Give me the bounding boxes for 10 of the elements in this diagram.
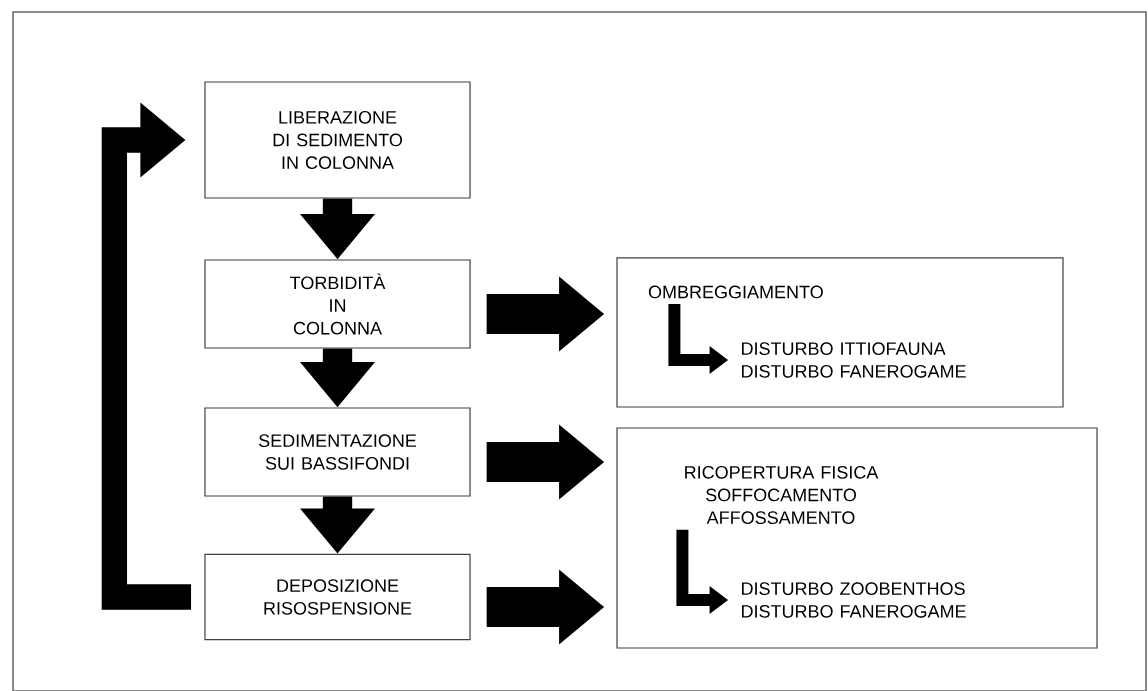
effect-box	[616, 257, 1064, 408]
text-label: RICOPERTURA FISICA SOFFOCAMENTO AFFOSSAMENTO	[685, 465, 879, 524]
effect-box	[616, 427, 1098, 649]
text-label: DISTURBO ITTIOFAUNA DISTURBO FANEROGAME	[742, 342, 966, 378]
process-box: LIBERAZIONE DI SEDIMENTO IN COLONNA	[204, 81, 471, 199]
process-box: DEPOSIZIONE RISOSPENSIONE	[204, 553, 471, 641]
text-label: OMBREGGIAMENTO	[648, 285, 823, 299]
process-box: SEDIMENTAZIONE SUI BASSIFONDI	[204, 407, 471, 497]
text-label: DISTURBO ZOOBENTHOS DISTURBO FANEROGAME	[742, 582, 966, 618]
process-box: TORBIDITÀ IN COLONNA	[204, 259, 471, 349]
